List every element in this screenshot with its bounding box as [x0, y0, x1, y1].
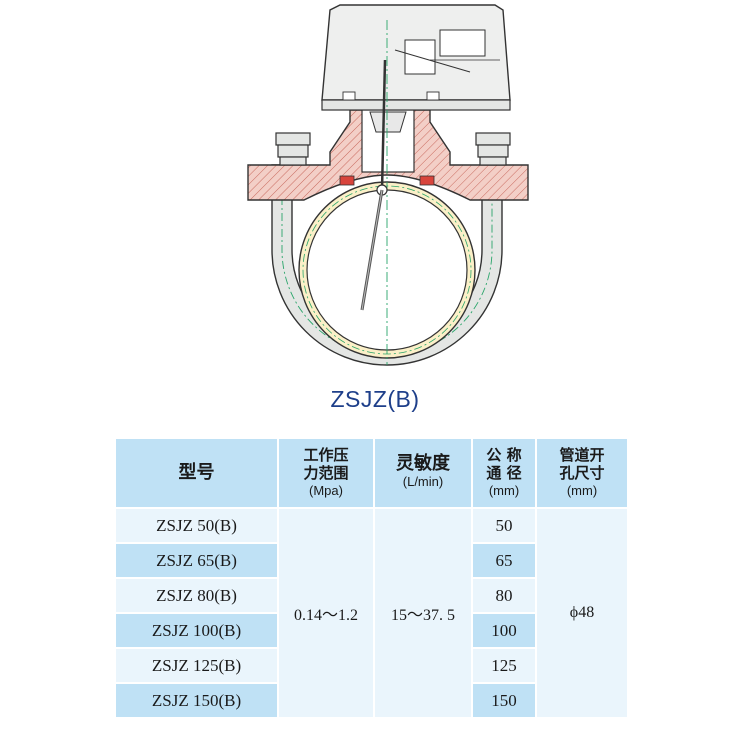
nominal-diameter-cell: 150 [473, 684, 537, 719]
table-row: ZSJZ 100(B) 100 [116, 614, 629, 649]
nominal-diameter-cell: 80 [473, 579, 537, 614]
nominal-diameter-cell: 125 [473, 649, 537, 684]
col-header-nominal-diameter: 公 称 通 径 (mm) [473, 439, 537, 509]
model-cell: ZSJZ 80(B) [116, 579, 279, 614]
flow-indicator-drawing [247, 4, 529, 366]
bolt-left [275, 132, 311, 166]
table-row: ZSJZ 65(B) 65 [116, 544, 629, 579]
header-row: 型号 工作压 力范围 (Mpa) 灵敏度 (L/min) 公 称 通 径 (mm… [116, 439, 629, 509]
col-header-model: 型号 [116, 439, 279, 509]
table-row: ZSJZ 80(B) 80 [116, 579, 629, 614]
spec-table: 型号 工作压 力范围 (Mpa) 灵敏度 (L/min) 公 称 通 径 (mm… [116, 439, 629, 719]
table-row: ZSJZ 125(B) 125 [116, 649, 629, 684]
pressure-range-cell: 0.14～1.2 [279, 509, 375, 719]
col-header-pressure: 工作压 力范围 (Mpa) [279, 439, 375, 509]
nominal-diameter-cell: 100 [473, 614, 537, 649]
model-cell: ZSJZ 125(B) [116, 649, 279, 684]
model-cell: ZSJZ 100(B) [116, 614, 279, 649]
paddle-stem [380, 59, 387, 191]
bolt-right [475, 132, 511, 166]
table-row: ZSJZ 150(B) 150 [116, 684, 629, 719]
model-caption: ZSJZ(B) [330, 386, 420, 412]
nominal-diameter-cell: 65 [473, 544, 537, 579]
model-cell: ZSJZ 50(B) [116, 509, 279, 544]
model-cell: ZSJZ 150(B) [116, 684, 279, 719]
sensitivity-cell: 15～37. 5 [375, 509, 473, 719]
nominal-diameter-cell: 50 [473, 509, 537, 544]
col-header-sensitivity: 灵敏度 (L/min) [375, 439, 473, 509]
model-cell: ZSJZ 65(B) [116, 544, 279, 579]
hole-size-cell: ϕ48 [537, 509, 629, 719]
table-row: ZSJZ 50(B) 0.14～1.2 15～37. 5 50 ϕ48 [116, 509, 629, 719]
col-header-hole-size: 管道开 孔尺寸 (mm) [537, 439, 629, 509]
